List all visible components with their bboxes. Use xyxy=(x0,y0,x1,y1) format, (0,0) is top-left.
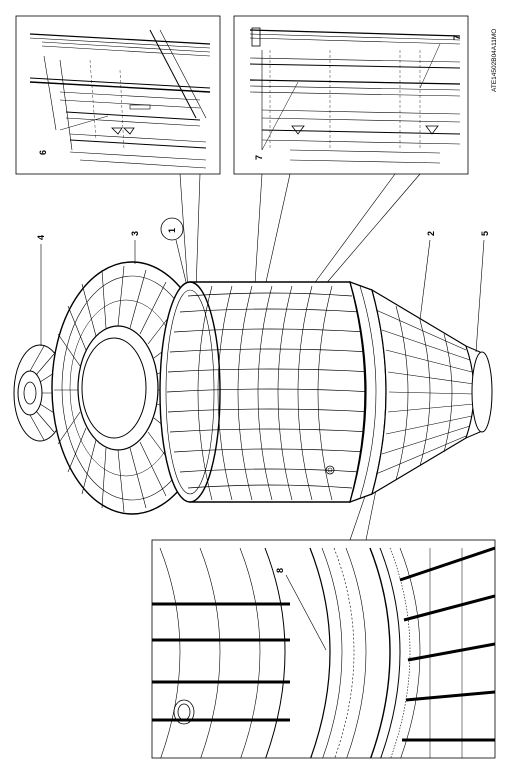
callout-4: 4 xyxy=(36,235,46,240)
lower-cone xyxy=(371,288,475,496)
cylinder-rings xyxy=(197,285,333,501)
callout-8: 8 xyxy=(275,568,285,573)
detail-box-top-left: 6 xyxy=(15,15,221,175)
drawing-code: ATE14502B04A11MO xyxy=(491,29,498,92)
detail-box-top-right: 7 7 xyxy=(233,15,469,175)
callout-1-circle xyxy=(160,217,184,241)
bottom-outlet xyxy=(465,345,493,439)
callout-7a: 7 xyxy=(254,155,264,160)
detail-box-bottom: 8 xyxy=(151,539,496,759)
callout-7b: 7 xyxy=(452,35,462,40)
callout-1: 1 xyxy=(167,228,177,233)
callout-3: 3 xyxy=(130,231,140,236)
callout-5: 5 xyxy=(480,231,490,236)
cylinder-staves xyxy=(166,292,374,489)
callout-6: 6 xyxy=(38,150,48,155)
main-assembly xyxy=(13,261,493,515)
detail-leaders xyxy=(179,173,421,541)
main-cylinder xyxy=(159,281,374,503)
main-callouts: 1 3 4 2 5 xyxy=(36,217,490,353)
callout-2: 2 xyxy=(426,231,436,236)
